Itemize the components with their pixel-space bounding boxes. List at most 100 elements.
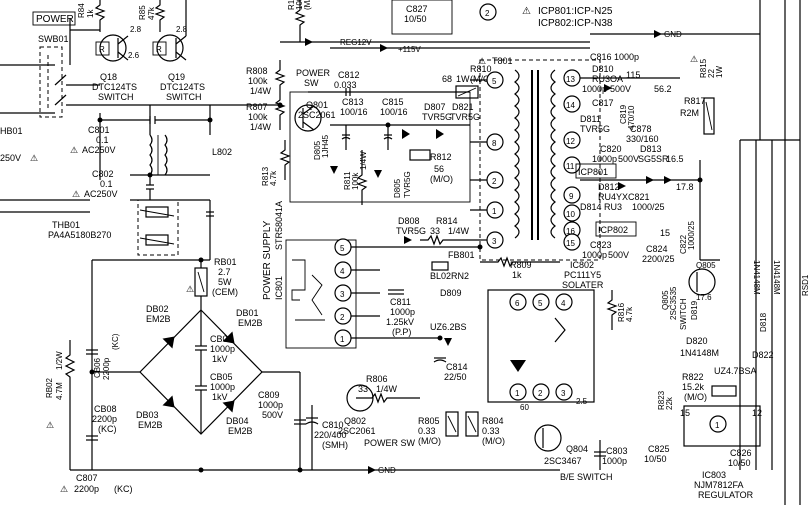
c811-rating: 1.25kV: [386, 317, 414, 327]
r807-watt: 1/4W: [250, 122, 272, 132]
c801-rating: AC250V: [82, 145, 116, 155]
c801-value: 0.1: [96, 135, 109, 145]
c823-value: 1000p: [582, 250, 607, 260]
d811-part: TVR5G: [580, 124, 610, 134]
r822-label: R822: [682, 372, 704, 382]
fb801-part: BL02RN2: [430, 271, 469, 281]
svg-text:15: 15: [566, 239, 575, 248]
r813-label: R813: [261, 166, 270, 186]
cb08-value: 2200p: [92, 414, 117, 424]
r84-label: R84: [77, 3, 86, 18]
q805-label: Q805: [661, 290, 670, 310]
c826-label: C826: [730, 448, 752, 458]
c802-value: 0.1: [100, 179, 113, 189]
warning-icon: ⚠: [30, 153, 38, 163]
thb01-element-b: [145, 234, 169, 246]
l802-coil-a: [149, 134, 153, 176]
d805b-part: TVR5G: [403, 171, 412, 198]
be-switch-label: B/E SWITCH: [560, 472, 613, 482]
t801-label: T801: [492, 56, 513, 66]
switch-label: SWITCH: [679, 298, 688, 330]
icp802-label: ICP802: [598, 225, 628, 235]
svg-text:5: 5: [492, 77, 497, 86]
r808-label: R808: [246, 66, 268, 76]
q18-r-tag: R: [99, 45, 105, 54]
d809-label: D809: [440, 288, 462, 298]
q801-label: Q801: [306, 100, 328, 110]
r810-note: (M/O): [470, 74, 493, 84]
power-supply-section: R11C 100k (M/O) REG12V +115V R808 100k 1…: [230, 0, 590, 475]
cb06-value: 2200p: [102, 357, 111, 380]
db03-part: EM2B: [138, 420, 163, 430]
svg-text:8: 8: [492, 139, 497, 148]
t801-pin-10: [563, 204, 581, 222]
q802-label: Q802: [344, 416, 366, 426]
c819-label: C819: [619, 104, 628, 124]
c826-value: 10/50: [728, 458, 751, 468]
ic802-pin-6: [509, 293, 527, 311]
svg-text:1: 1: [515, 389, 520, 398]
q19-label: Q19: [168, 72, 185, 82]
svg-text:14: 14: [566, 101, 575, 110]
r804-value: 0.33: [482, 426, 500, 436]
svg-text:60: 60: [520, 403, 529, 412]
r815-label: R815: [699, 58, 708, 78]
ic803-part: NJM7812FA: [694, 480, 744, 490]
warning-icon: ⚠: [690, 54, 698, 64]
thb01-element-a: [145, 206, 169, 218]
t801-pin-12: [563, 131, 581, 149]
ic803-func: REGULATOR: [698, 490, 754, 500]
d820-label: D820: [686, 336, 708, 346]
ic803-pin-1: [709, 415, 727, 433]
d821-label: D821: [452, 102, 474, 112]
cb05-rating: 1kV: [212, 392, 228, 402]
q19-part: DTC124TS: [160, 82, 205, 92]
c823-label: C823: [590, 240, 612, 250]
gnd-label-bottom: GND: [378, 466, 396, 475]
q804-label: Q804: [566, 444, 588, 454]
rb02-label: RB02: [45, 377, 54, 398]
l802-label: L802: [212, 147, 232, 157]
c816-label: C816: [590, 52, 612, 62]
r805-label: R805: [418, 416, 440, 426]
svg-text:9: 9: [569, 192, 574, 201]
r808-r807-chain: [274, 60, 286, 130]
db04-diode: [222, 400, 235, 413]
ic802-func: SOLATER: [562, 280, 604, 290]
rsd1-label: RSD1: [801, 274, 810, 296]
warning-icon: ⚠: [70, 145, 78, 155]
d819-label: D819: [690, 300, 699, 320]
c813-label: C813: [342, 97, 364, 107]
c820-value: 1000p: [592, 154, 617, 164]
warning-icon: ⚠: [186, 284, 194, 294]
r84-value: 1k: [86, 9, 95, 18]
secondary-section: C816 1000p D810 RU3OA 115 1000p 500V C81…: [575, 0, 810, 505]
r807-label: R807: [246, 102, 268, 112]
c807-note: (KC): [114, 484, 133, 494]
ic801-label: IC801: [274, 276, 284, 300]
top-right-notes: C827 10/50 2 ⚠ ICP801:ICP-N25 ICP802:ICP…: [391, 0, 800, 141]
v56-label: 56.2: [654, 84, 672, 94]
r85-label: R85: [138, 5, 147, 20]
d813-part: SG5SR: [638, 154, 669, 164]
power-sw-bottom: POWER SW: [364, 438, 416, 448]
ic802-label: IC802: [570, 260, 594, 270]
q18-v2: 2.6: [128, 51, 140, 60]
r814-label: R814: [436, 216, 458, 226]
warning-icon: ⚠: [522, 6, 531, 17]
r804-note: (M/O): [482, 436, 505, 446]
r823-label: R823: [657, 390, 666, 410]
cb06-note: (KC): [111, 333, 120, 350]
isolator-section: R809 1k IC802 PC111Y5 SOLATER 6 5 4 1 2 …: [480, 256, 628, 482]
swb01-box: [39, 46, 63, 118]
svg-text:2.5: 2.5: [576, 397, 588, 406]
cb05-label: CB05: [210, 372, 233, 382]
db03-diode: [162, 395, 175, 408]
ic803-pin-12: 12: [752, 408, 762, 418]
ic802-part: PC111Y5: [564, 270, 601, 280]
v115-rail-label: +115V: [398, 45, 421, 54]
gnd-label-top: GND: [664, 30, 682, 39]
c801-label: C801: [88, 125, 110, 135]
d810-label: D810: [592, 64, 614, 74]
